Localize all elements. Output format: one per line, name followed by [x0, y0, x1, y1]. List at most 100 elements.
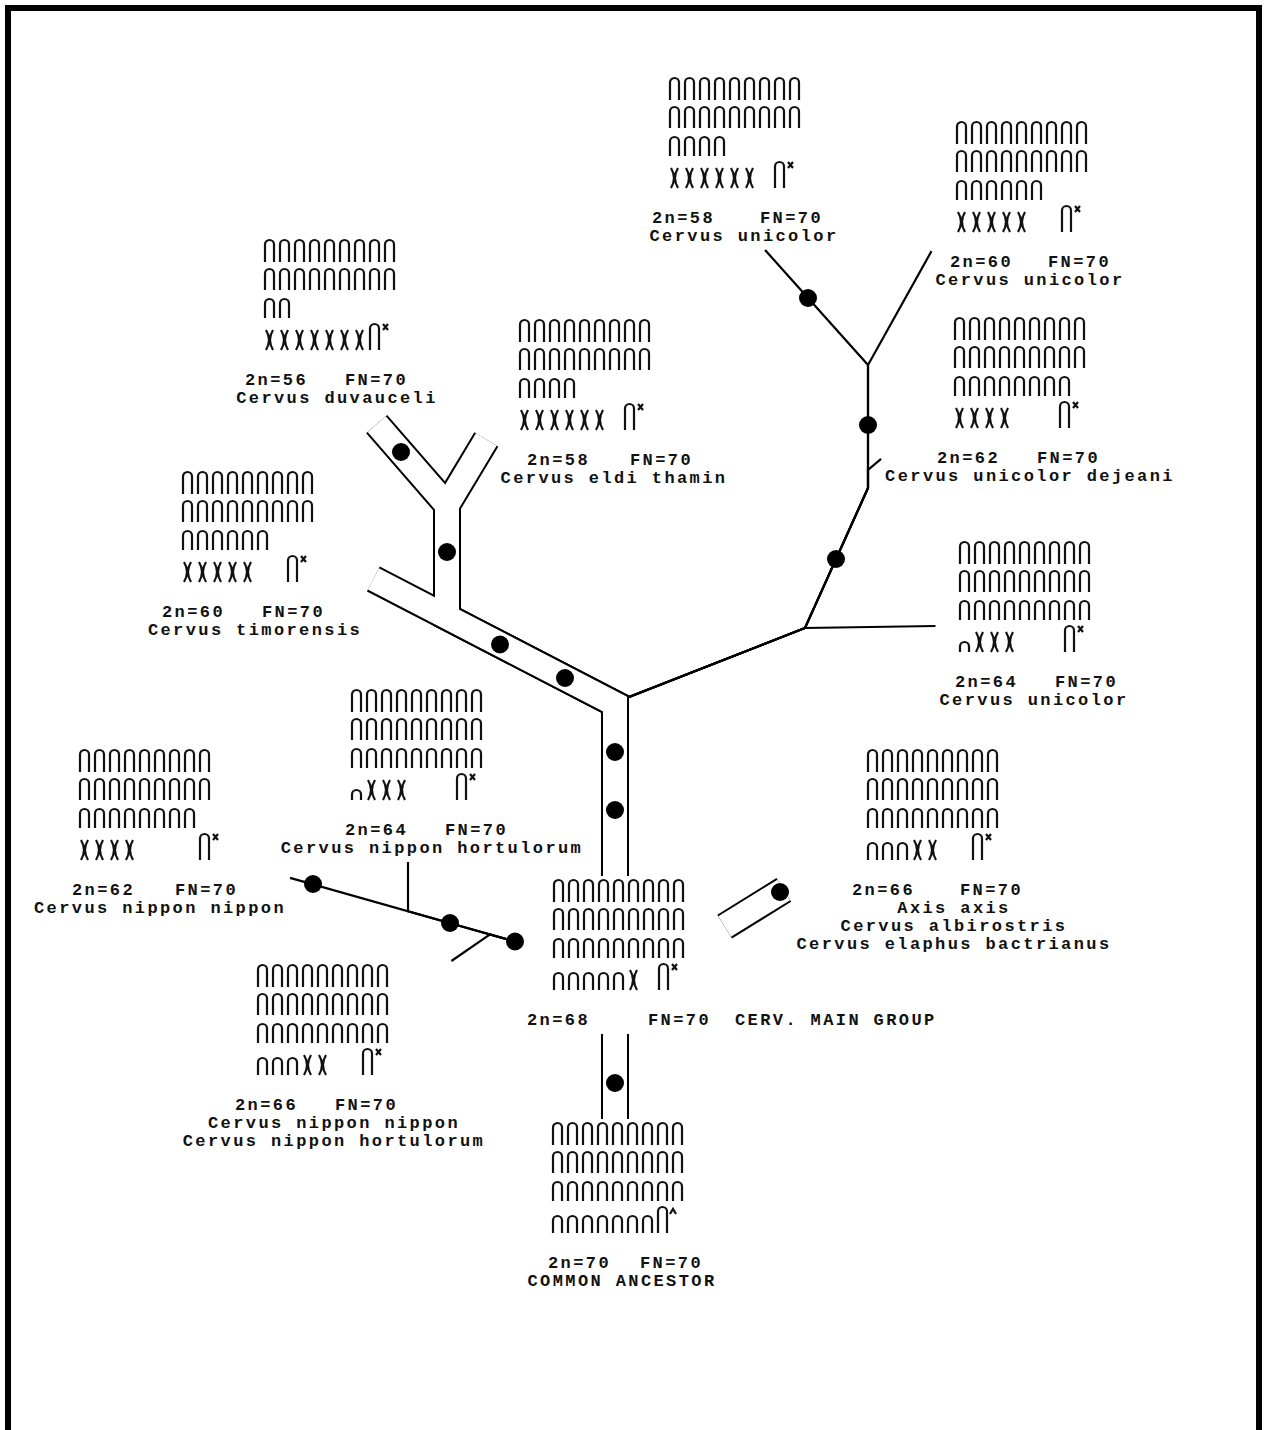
taxon-name: Cervus duvauceli [236, 390, 438, 408]
chromosome [427, 690, 436, 712]
chromosome [183, 531, 192, 550]
chromosome [958, 809, 967, 828]
chromosome [295, 240, 304, 262]
chromosome [568, 1182, 577, 1201]
chromosome [1035, 571, 1044, 592]
chromosome [1050, 601, 1059, 620]
chromosome [1030, 377, 1039, 396]
chromosome [1045, 377, 1054, 396]
chromosome [110, 809, 119, 828]
chromosome [943, 779, 952, 800]
chromosome [1000, 347, 1009, 368]
chromosome [81, 840, 88, 860]
chromosome [628, 1216, 637, 1233]
chromosome [628, 1123, 637, 1145]
chromosome [1005, 542, 1014, 564]
chromosome [929, 840, 936, 860]
taxon-name: Cervus elaphus bactrianus [796, 936, 1111, 954]
chromosome [1020, 571, 1029, 592]
chromosome [550, 349, 559, 370]
chromosome [1015, 377, 1024, 396]
chromosome [472, 749, 481, 768]
chromosome [368, 780, 375, 800]
chromosome [973, 750, 982, 772]
chromosome [628, 1182, 637, 1201]
chromosome [1062, 206, 1080, 232]
chromosome [716, 168, 723, 188]
chromosome [958, 212, 965, 232]
chromosome [427, 719, 436, 740]
chromosome [367, 719, 376, 740]
karyotype [518, 320, 678, 432]
chromosome [340, 240, 349, 262]
chromosome-number: 2n=62 [937, 450, 1000, 468]
chromosome [265, 240, 274, 262]
chromosome [273, 472, 282, 494]
chromosome [1002, 122, 1011, 144]
chromosome [111, 840, 118, 860]
chromosome [975, 601, 984, 620]
chromosome [584, 973, 593, 990]
chromosome [397, 719, 406, 740]
chromosome [110, 779, 119, 800]
branch-line [447, 440, 615, 876]
chromosome [775, 107, 784, 128]
chromosome [535, 320, 544, 342]
chromosome [643, 1152, 652, 1173]
karyotype [78, 750, 238, 862]
chromosome [673, 1182, 682, 1201]
chromosome [1045, 318, 1054, 340]
chromosome [613, 1152, 622, 1173]
taxon-name: Cervus nippon hortulorum [183, 1133, 485, 1151]
chromosome [80, 750, 89, 772]
chromosome [303, 472, 312, 494]
chromosome [1050, 542, 1059, 564]
chromosome [367, 690, 376, 712]
chromosome [960, 571, 969, 592]
double-branch [373, 579, 615, 876]
chromosome [614, 880, 623, 902]
taxon-name: Cervus unicolor dejeani [885, 468, 1175, 486]
chromosome [363, 965, 372, 987]
chromosome [333, 1024, 342, 1043]
chromosome [715, 78, 724, 100]
chromosome [1060, 347, 1069, 368]
karyotype-group: 2n=60FN=70Cervus timorensis [144, 468, 366, 644]
taxon-name: Cervus eldi thamin [501, 470, 728, 488]
chromosome [913, 809, 922, 828]
chromosome [566, 410, 573, 430]
chromosome [288, 965, 297, 987]
branch-line [615, 250, 868, 876]
chromosome [265, 299, 274, 318]
chromosome [1000, 377, 1009, 396]
chromosome [760, 78, 769, 100]
chromosome [988, 779, 997, 800]
chromosome [565, 320, 574, 342]
chromosome [457, 719, 466, 740]
chromosome [658, 1123, 667, 1145]
chromosome [985, 347, 994, 368]
chromosome [125, 779, 134, 800]
chromosome [868, 750, 877, 772]
chromosome [303, 994, 312, 1015]
chromosome [333, 965, 342, 987]
chromosome [258, 1024, 267, 1043]
karyotype-group: 2n=56FN=70Cervus duvauceli [232, 236, 442, 412]
taxon-name: Cervus albirostris [841, 918, 1068, 936]
chromosome [1077, 122, 1086, 144]
chromosome [95, 750, 104, 772]
branch-line [377, 424, 615, 876]
chromosome-number: 2n=64 [345, 822, 408, 840]
chromosome [583, 1152, 592, 1173]
chromosome [700, 137, 709, 156]
page-frame [8, 8, 1259, 1430]
chromosome [535, 349, 544, 370]
chromosome [569, 973, 578, 990]
chromosome [598, 1216, 607, 1233]
chromosome [1080, 571, 1089, 592]
branch-line [615, 251, 931, 876]
chromosome [610, 320, 619, 342]
chromosome [775, 162, 793, 188]
chromosome [670, 137, 679, 156]
fundamental-number: FN=70 [335, 1097, 398, 1115]
